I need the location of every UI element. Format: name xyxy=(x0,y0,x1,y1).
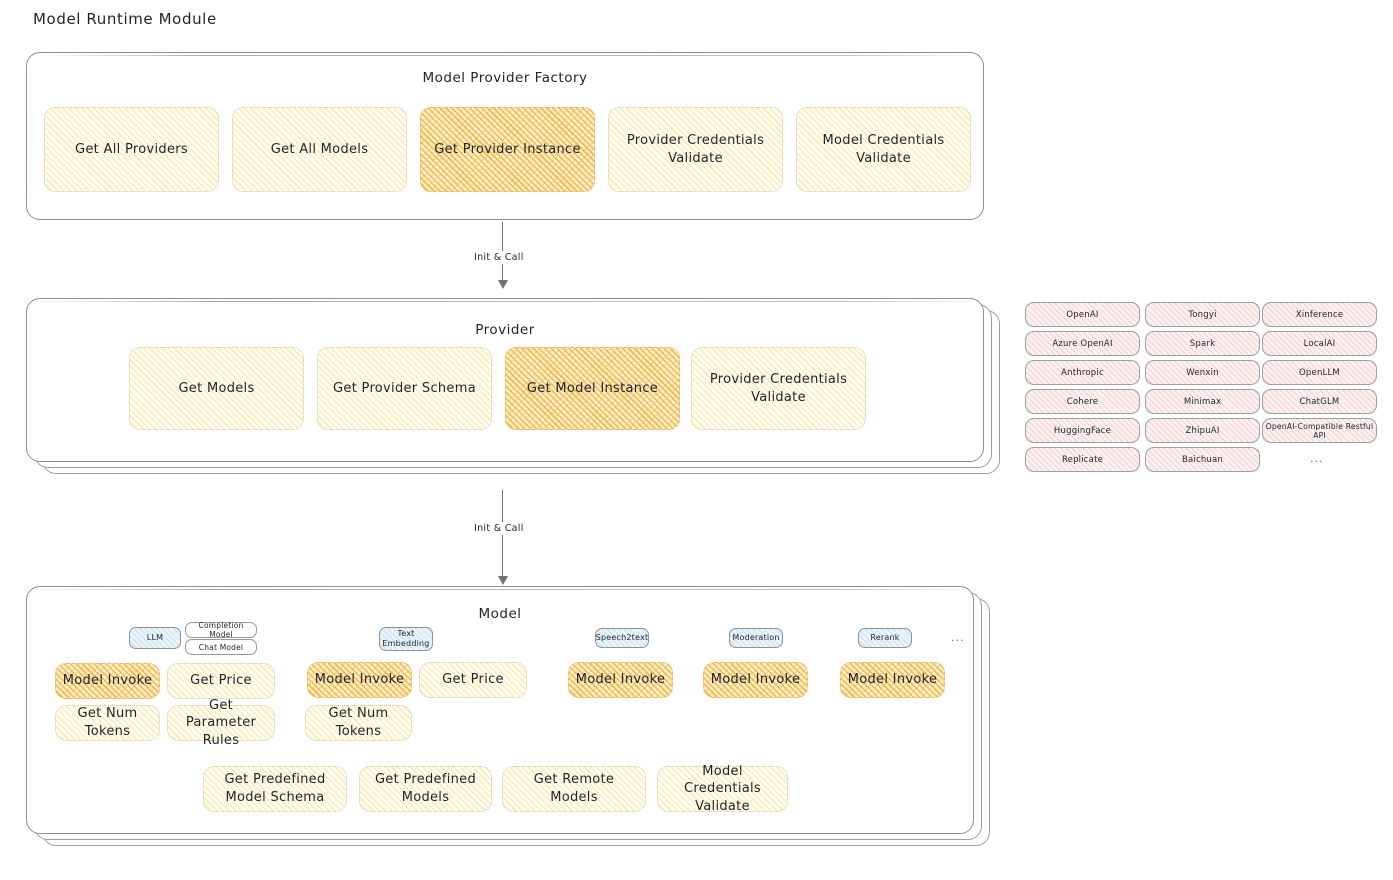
model-subtype-pill-completion-model[interactable]: Completion Model xyxy=(185,621,257,639)
provider-pill-openai-compatible-restful-api[interactable]: OpenAI-Compatible Restful API xyxy=(1262,418,1377,443)
provider-pill-xinference[interactable]: Xinference xyxy=(1262,302,1377,327)
connector-provider-to-model xyxy=(497,490,512,586)
speech2text-method-model-invoke[interactable]: Model Invoke xyxy=(568,662,673,698)
provider-pill-zhipuai[interactable]: ZhipuAI xyxy=(1145,418,1260,443)
model-title: Model xyxy=(478,606,522,622)
connector-factory-to-provider-label: Init & Call xyxy=(470,251,528,264)
arrow-head xyxy=(497,576,508,585)
model-type-pill-text-embedding[interactable]: Text Embedding xyxy=(379,627,433,651)
provider-pill-anthropic[interactable]: Anthropic xyxy=(1025,360,1140,385)
text-embedding-method-get-price[interactable]: Get Price xyxy=(419,662,527,698)
model-type-pill-rerank[interactable]: Rerank xyxy=(858,628,912,648)
model-type-pill-speech2text[interactable]: Speech2text xyxy=(595,628,649,648)
factory-box-get-all-models[interactable]: Get All Models xyxy=(232,107,407,192)
model-provider-factory-title: Model Provider Factory xyxy=(422,70,588,86)
model-shared-get-predefined-models[interactable]: Get Predefined Models xyxy=(359,766,492,812)
model-shared-model-credentials-validate[interactable]: Model Credentials Validate xyxy=(657,764,788,814)
provider-pill-minimax[interactable]: Minimax xyxy=(1145,389,1260,414)
page-title: Model Runtime Module xyxy=(33,10,217,28)
moderation-method-model-invoke[interactable]: Model Invoke xyxy=(703,662,808,698)
provider-pill-wenxin[interactable]: Wenxin xyxy=(1145,360,1260,385)
provider-pill-replicate[interactable]: Replicate xyxy=(1025,447,1140,472)
provider-pill-huggingface[interactable]: HuggingFace xyxy=(1025,418,1140,443)
provider-box-provider-credentials-validate[interactable]: Provider Credentials Validate xyxy=(691,347,866,430)
provider-pill-tongyi[interactable]: Tongyi xyxy=(1145,302,1260,327)
model-shared-get-remote-models[interactable]: Get Remote Models xyxy=(502,766,646,812)
rerank-method-model-invoke[interactable]: Model Invoke xyxy=(840,662,945,698)
text-embedding-method-model-invoke[interactable]: Model Invoke xyxy=(307,662,412,698)
provider-box-get-provider-schema[interactable]: Get Provider Schema xyxy=(317,347,492,430)
provider-pill-openllm[interactable]: OpenLLM xyxy=(1262,360,1377,385)
factory-box-model-credentials-validate[interactable]: Model Credentials Validate xyxy=(796,107,971,192)
model-types-ellipsis: ... xyxy=(951,631,965,644)
llm-method-model-invoke[interactable]: Model Invoke xyxy=(55,663,160,699)
arrow-head xyxy=(497,280,508,289)
provider-list-ellipsis: ... xyxy=(1310,452,1324,465)
model-type-pill-llm[interactable]: LLM xyxy=(129,627,181,649)
llm-method-get-parameter-rules[interactable]: Get Parameter Rules xyxy=(167,698,275,748)
connector-provider-to-model-label: Init & Call xyxy=(470,522,528,535)
provider-pill-baichuan[interactable]: Baichuan xyxy=(1145,447,1260,472)
provider-pill-openai[interactable]: OpenAI xyxy=(1025,302,1140,327)
factory-box-get-provider-instance[interactable]: Get Provider Instance xyxy=(420,107,595,192)
provider-title: Provider xyxy=(475,322,535,338)
model-type-pill-moderation[interactable]: Moderation xyxy=(729,628,783,648)
provider-pill-chatglm[interactable]: ChatGLM xyxy=(1262,389,1377,414)
provider-pill-spark[interactable]: Spark xyxy=(1145,331,1260,356)
model-shared-get-predefined-model-schema[interactable]: Get Predefined Model Schema xyxy=(203,766,347,812)
model-subtype-pill-chat-model[interactable]: Chat Model xyxy=(185,639,257,655)
llm-method-get-price[interactable]: Get Price xyxy=(167,663,275,699)
provider-box-get-models[interactable]: Get Models xyxy=(129,347,304,430)
provider-pill-localai[interactable]: LocalAI xyxy=(1262,331,1377,356)
provider-pill-azure-openai[interactable]: Azure OpenAI xyxy=(1025,331,1140,356)
factory-box-get-all-providers[interactable]: Get All Providers xyxy=(44,107,219,192)
llm-method-get-num-tokens[interactable]: Get Num Tokens xyxy=(55,705,160,741)
provider-pill-cohere[interactable]: Cohere xyxy=(1025,389,1140,414)
factory-box-provider-credentials-validate[interactable]: Provider Credentials Validate xyxy=(608,107,783,192)
text-embedding-method-get-num-tokens[interactable]: Get Num Tokens xyxy=(305,705,412,741)
provider-box-get-model-instance[interactable]: Get Model Instance xyxy=(505,347,680,430)
